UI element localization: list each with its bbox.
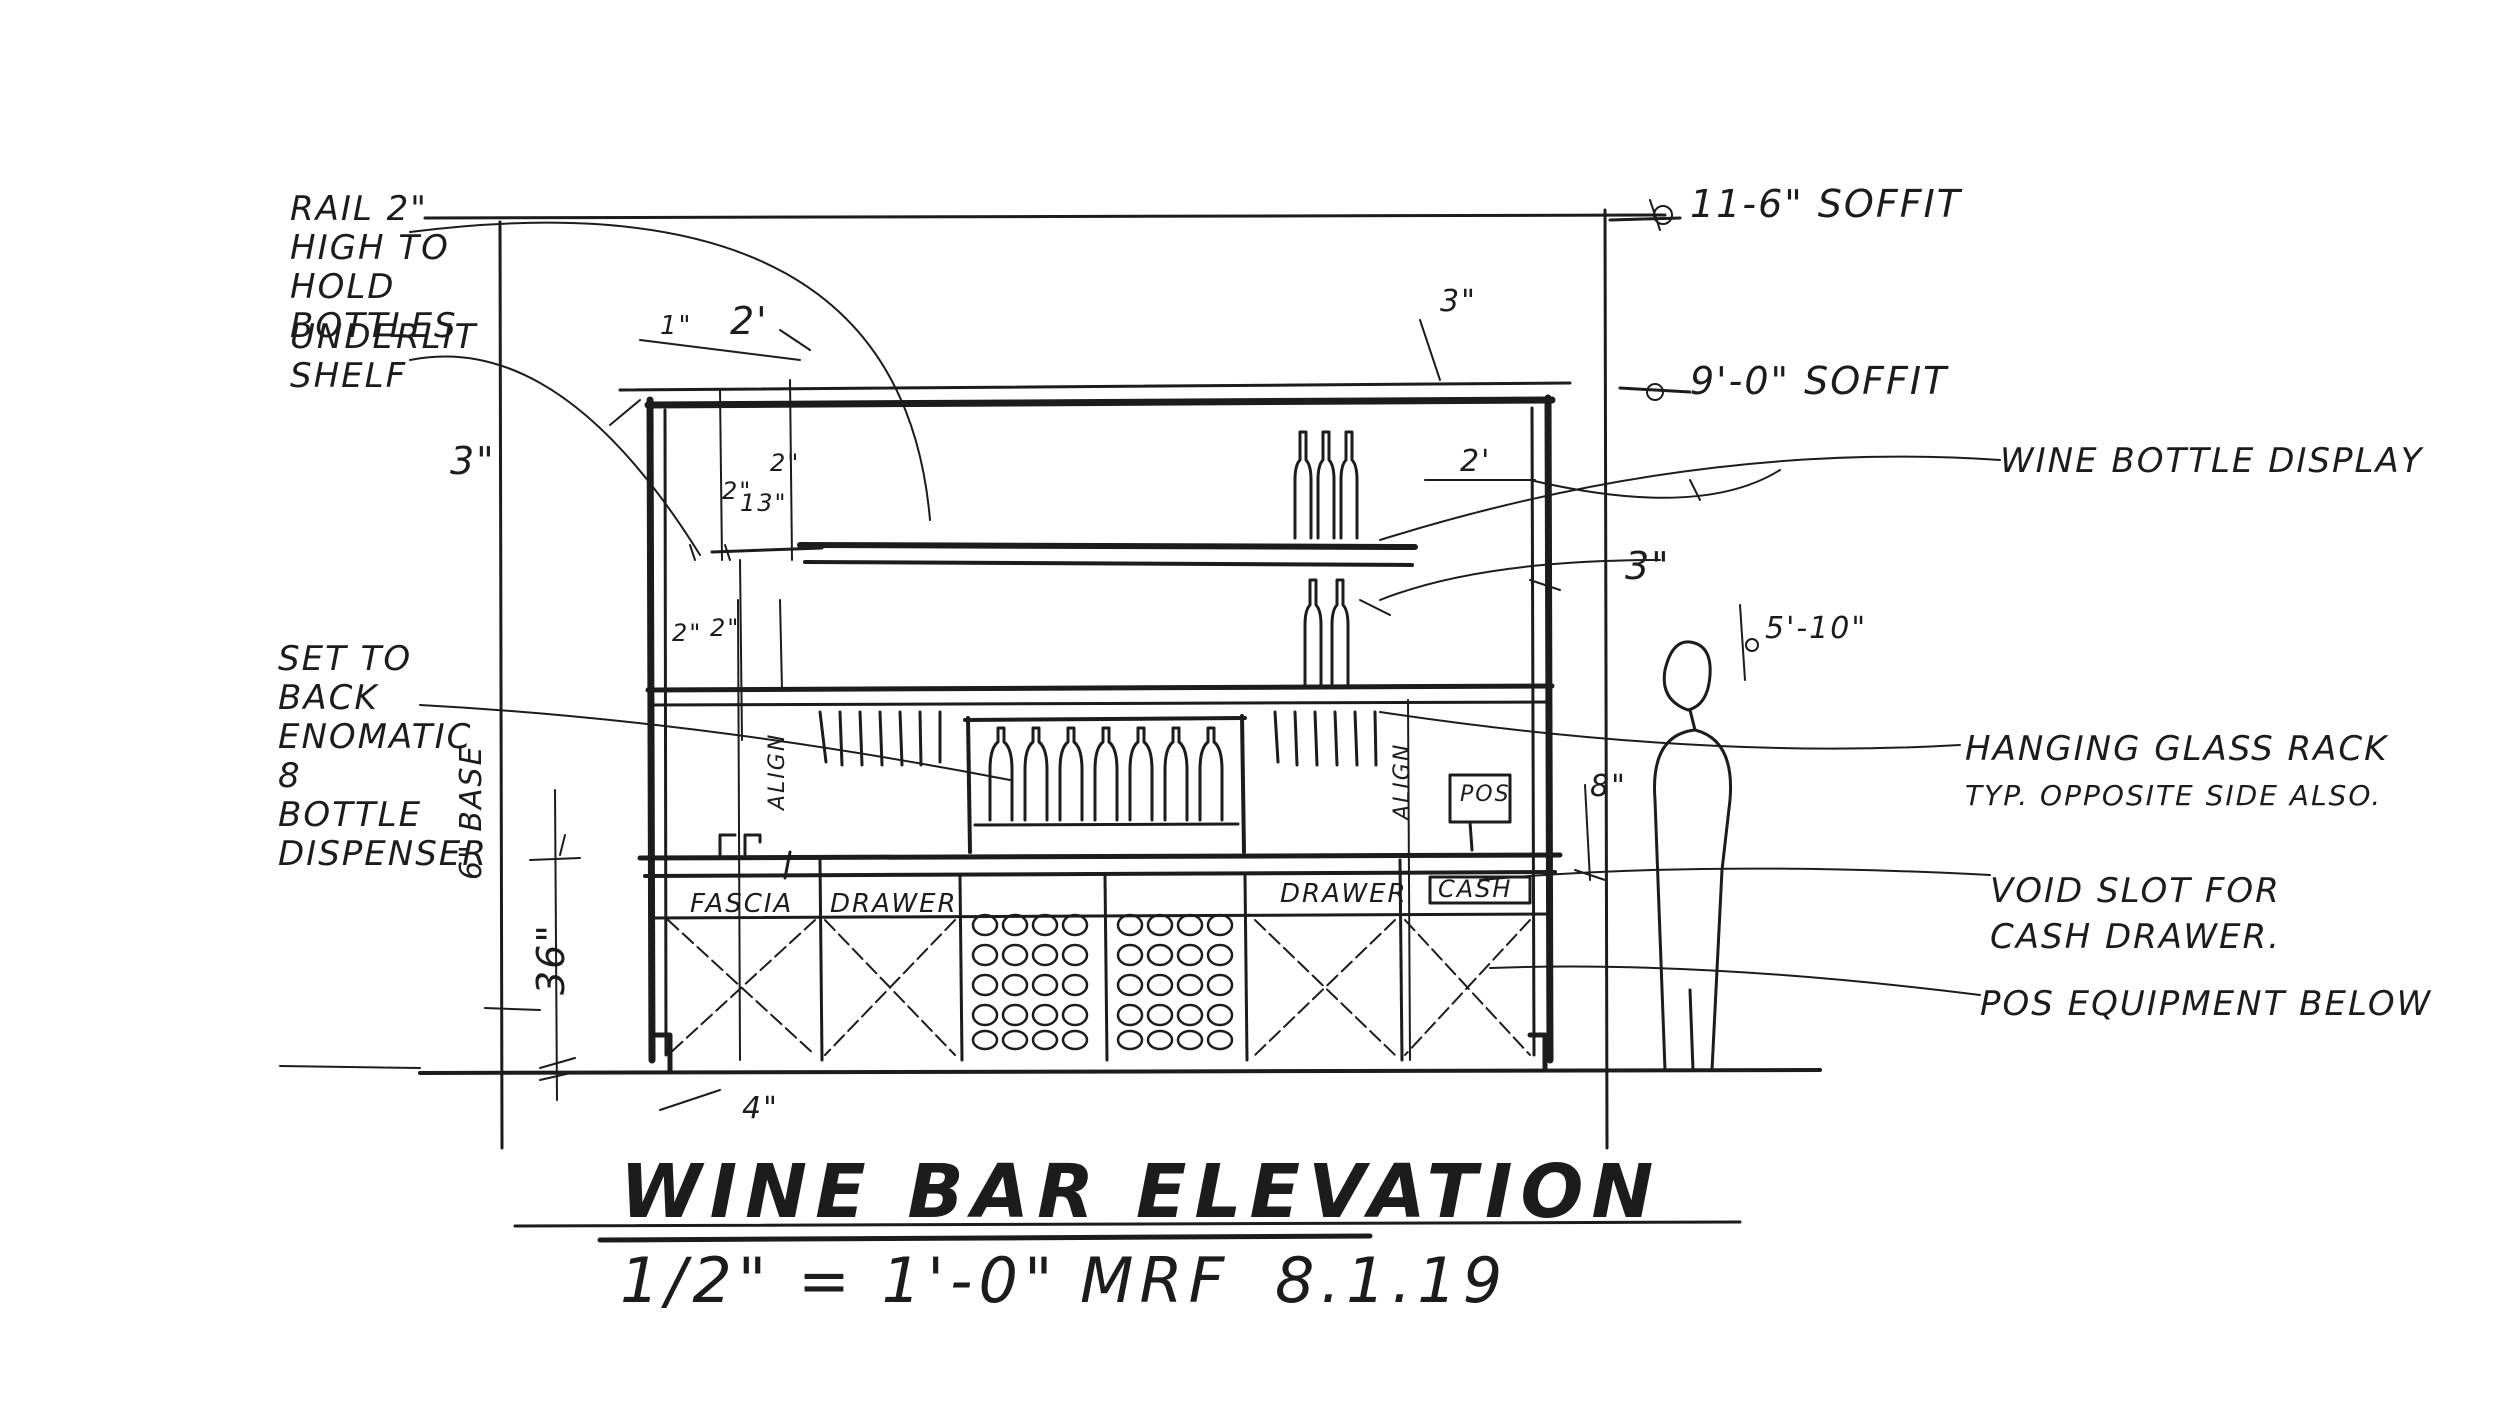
leader-lines [409, 221, 2001, 996]
enomatic-dispenser [963, 714, 1247, 854]
dim-soffit-11-6: 11-6" SOFFIT [1690, 182, 1962, 226]
wine-storage-right [1116, 913, 1234, 1051]
back-bar-frame [644, 394, 1556, 1064]
pos-screen [1448, 773, 1512, 852]
dim-top-2: 2' [730, 299, 769, 343]
dim-1: 1" [660, 311, 693, 341]
drawing-date: 8.1.19 [1275, 1244, 1509, 1317]
base-toe-kick [652, 1032, 1548, 1073]
upper-shelf [710, 542, 1418, 567]
cash-drawer [1428, 875, 1532, 905]
drawing-title: WINE BAR ELEVATION [620, 1149, 1662, 1235]
label-pos: POS [1460, 782, 1511, 807]
wine-bottle-display [1293, 430, 1359, 687]
dim-base-6: 6" BASE [454, 744, 489, 880]
label-rail-bottles: RAIL 2" HIGH TO HOLD BOTTLES [290, 189, 458, 347]
label-fascia: FASCIA [690, 889, 794, 919]
middle-shelf [645, 683, 1555, 707]
dim-small-2b: 2" [770, 449, 801, 477]
lower-cabinet-dividers [737, 599, 1411, 1062]
soffit-lines [423, 208, 1692, 1150]
label-cash-drawer-note: CASH DRAWER. [1990, 917, 2281, 957]
dimension-lines-right [1419, 199, 1759, 881]
label-enomatic-dispenser: SET TO BACK ENOMATIC 8 BOTTLE DISPENSER [278, 639, 488, 875]
title-underline [513, 1220, 1742, 1243]
label-void-slot: VOID SLOT FOR [1990, 871, 2281, 911]
x-door-left [667, 919, 956, 1056]
dim-small-2d: 2" [710, 614, 741, 642]
wine-storage-left [971, 913, 1089, 1051]
dim-toe-4: 4" [742, 1091, 779, 1126]
human-scale-figure [1653, 640, 1733, 1072]
label-hanging-glass-rack: HANGING GLASS RACK [1965, 729, 2389, 769]
label-cash: CASH [1438, 875, 1513, 903]
drawing-scale: 1/2" = 1'-0" [620, 1244, 1059, 1317]
label-underlit-shelf: UNDERLIT SHELF [290, 317, 478, 397]
dim-counter-36: 36" [529, 923, 573, 995]
dim-figure-height: 5'-10" [1765, 611, 1868, 646]
drawing-author: MRF [1080, 1244, 1231, 1317]
dim-13: 13" [740, 489, 788, 517]
dispenser-bottles [988, 726, 1224, 822]
dim-right-2: 2' [1460, 444, 1492, 479]
dim-right-3: 3" [1625, 544, 1671, 588]
label-typ-opposite-side: TYP. OPPOSITE SIDE ALSO. [1965, 779, 2383, 812]
dim-small-2c: 2" [672, 619, 703, 647]
dim-left-3: 3" [450, 439, 496, 483]
counter-taps [718, 833, 762, 857]
dim-soffit-9-0: 9'-0" SOFFIT [1690, 359, 1949, 403]
dim-top-3: 3" [1440, 284, 1477, 319]
label-drawer-right: DRAWER [1280, 879, 1408, 909]
hanging-glass-rack-right [1273, 710, 1378, 767]
label-drawer-left: DRAWER [830, 889, 958, 919]
x-door-right [1254, 919, 1531, 1056]
floor-line [279, 1065, 1822, 1075]
label-align-right: ALIGN [1390, 742, 1415, 820]
label-pos-equipment: POS EQUIPMENT BELOW [1980, 984, 2433, 1024]
label-wine-bottle-display: WINE BOTTLE DISPLAY [2000, 441, 2424, 481]
dim-small-2a: 2" [722, 477, 753, 505]
dimension-lines-left [484, 329, 811, 1111]
dim-end-8: 8" [1590, 769, 1627, 804]
label-align-left: ALIGN [765, 732, 790, 810]
